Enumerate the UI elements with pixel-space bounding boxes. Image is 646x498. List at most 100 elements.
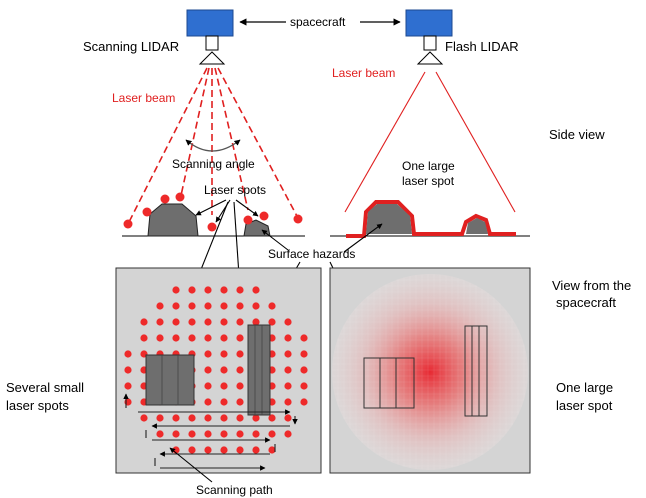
scanning-lidar-emitter xyxy=(198,51,226,65)
laser-spot xyxy=(156,318,164,326)
laser-spot xyxy=(156,414,164,422)
laser-spot xyxy=(156,430,164,438)
one-large-bottom-2: laser spot xyxy=(556,398,613,413)
laser-spot xyxy=(220,414,228,422)
scanning-angle-label: Scanning angle xyxy=(172,157,255,171)
laser-spot xyxy=(204,286,212,294)
laser-spot xyxy=(204,366,212,374)
laser-spot xyxy=(284,334,292,342)
laser-spot xyxy=(284,398,292,406)
flash-illuminated-surface xyxy=(346,200,516,238)
flash-spacecraft-body xyxy=(405,9,453,37)
laser-spot xyxy=(188,446,196,454)
laser-spot xyxy=(268,302,276,310)
one-large-bottom-1: One large xyxy=(556,380,613,395)
hazard-block-right xyxy=(247,324,271,416)
laser-spot xyxy=(220,318,228,326)
laser-spot xyxy=(236,430,244,438)
laser-spot xyxy=(300,366,308,374)
scanning-path-arrow xyxy=(169,447,213,483)
laser-spot xyxy=(236,446,244,454)
laser-spot xyxy=(252,430,260,438)
laser-spot xyxy=(252,302,260,310)
surface-hazards-label: Surface hazards xyxy=(268,247,355,261)
laser-spot xyxy=(204,334,212,342)
laser-spot xyxy=(284,430,292,438)
laser-spot xyxy=(236,350,244,358)
laser-spot xyxy=(204,350,212,358)
laser-spot xyxy=(220,398,228,406)
spacecraft-label: spacecraft xyxy=(290,15,346,29)
scanning-path-label: Scanning path xyxy=(196,483,273,497)
laser-spot xyxy=(124,382,132,390)
laser-spot xyxy=(204,414,212,422)
flash-lidar-mount xyxy=(423,35,437,51)
laser-spot xyxy=(220,382,228,390)
scanning-spacecraft-body xyxy=(186,9,234,37)
scanning-path xyxy=(123,393,298,471)
laser-spot xyxy=(204,430,212,438)
laser-spot xyxy=(268,446,276,454)
view-from-1: View from the xyxy=(552,278,631,293)
laser-spot xyxy=(204,398,212,406)
laser-spot xyxy=(220,366,228,374)
laser-spot xyxy=(204,318,212,326)
flash-laser-beam xyxy=(344,71,516,213)
laser-spot xyxy=(188,286,196,294)
laser-spot xyxy=(124,366,132,374)
several-small-2: laser spots xyxy=(6,398,69,413)
laser-spot xyxy=(140,334,148,342)
scanning-angle-arc xyxy=(185,139,241,152)
laser-spots-label: Laser spots xyxy=(204,183,266,197)
view-from-2: spacecraft xyxy=(556,295,616,310)
laser-spot xyxy=(172,334,180,342)
scanning-laser-beams xyxy=(127,67,299,225)
laser-spot xyxy=(236,286,244,294)
laser-spot xyxy=(124,350,132,358)
laser-spot xyxy=(236,414,244,422)
laser-spot xyxy=(284,366,292,374)
laser-spot xyxy=(204,446,212,454)
hazard-block-left xyxy=(145,354,195,406)
scanning-lidar-label: Scanning LIDAR xyxy=(83,39,179,54)
laser-spot xyxy=(156,302,164,310)
laser-spot xyxy=(188,414,196,422)
laser-spot xyxy=(284,382,292,390)
laser-spot xyxy=(156,334,164,342)
laser-spot xyxy=(252,446,260,454)
laser-spot xyxy=(268,318,276,326)
one-large-top-1: One large xyxy=(402,159,455,173)
laser-spot xyxy=(172,430,180,438)
laser-spot xyxy=(236,366,244,374)
flash-illumination-glow xyxy=(332,274,528,470)
laser-spot xyxy=(220,446,228,454)
laser-spot xyxy=(268,414,276,422)
laser-spot xyxy=(236,382,244,390)
laser-spot xyxy=(172,318,180,326)
hazard-rock-left-1 xyxy=(147,203,199,237)
laser-spot xyxy=(220,286,228,294)
laser-spot xyxy=(220,350,228,358)
laser-spot xyxy=(236,398,244,406)
laser-spot xyxy=(236,302,244,310)
laser-spot xyxy=(188,430,196,438)
laser-spot xyxy=(188,334,196,342)
laser-spot xyxy=(140,414,148,422)
laser-spot xyxy=(220,302,228,310)
flash-lidar-label: Flash LIDAR xyxy=(445,39,519,54)
laser-spot xyxy=(236,334,244,342)
laser-spot xyxy=(268,430,276,438)
scanning-lidar-mount xyxy=(205,35,219,51)
flash-pixel-grid xyxy=(332,274,528,470)
laser-spot xyxy=(284,350,292,358)
several-small-1: Several small xyxy=(6,380,84,395)
laser-spot xyxy=(300,382,308,390)
flash-hazard-outlines xyxy=(363,325,488,417)
laser-spot xyxy=(172,302,180,310)
laser-spot xyxy=(252,414,260,422)
laser-spot xyxy=(284,318,292,326)
laser-spot xyxy=(204,302,212,310)
laser-spot xyxy=(300,350,308,358)
side-view-label: Side view xyxy=(549,127,605,142)
